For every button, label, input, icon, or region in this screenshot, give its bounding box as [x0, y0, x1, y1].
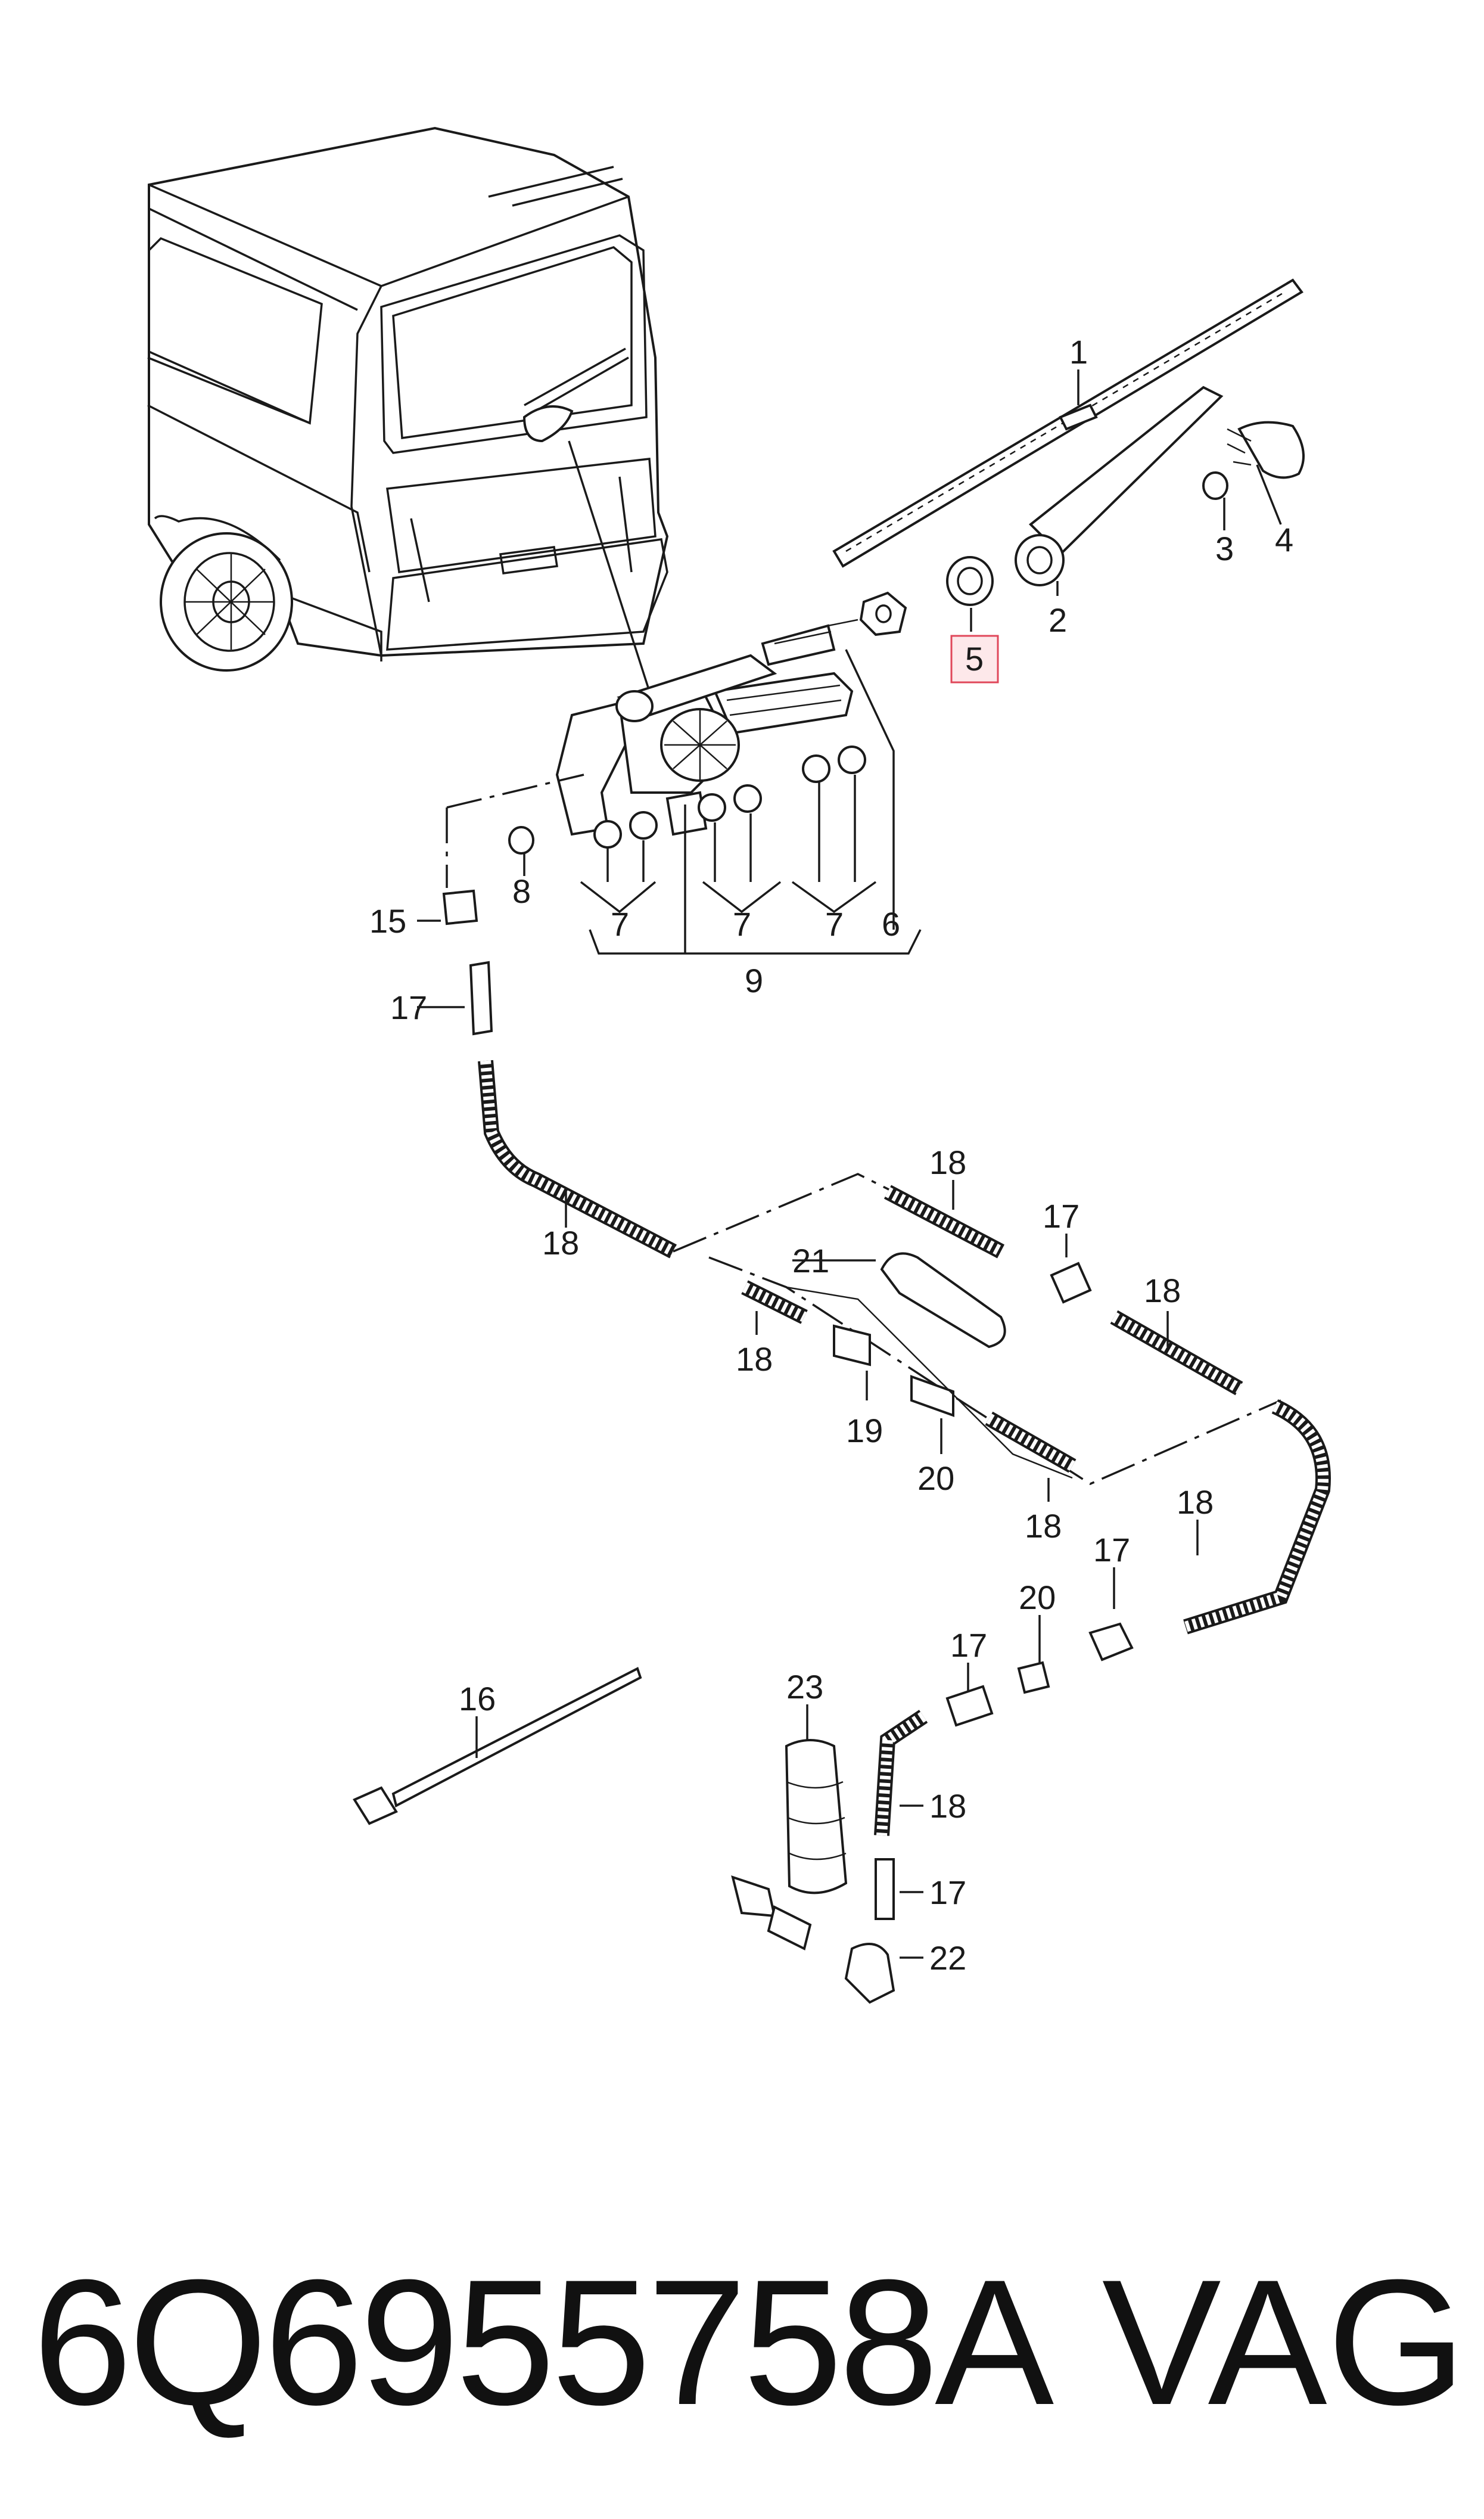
- callout-21: 21: [792, 1242, 829, 1279]
- callout-7b: 7: [733, 905, 751, 943]
- callout-3: 3: [1215, 530, 1234, 567]
- callout-6: 6: [882, 905, 900, 943]
- callout-5-highlight: [950, 635, 999, 684]
- callout-19: 19: [846, 1412, 883, 1449]
- callout-18b: 18: [929, 1144, 966, 1181]
- callout-20a: 20: [917, 1459, 954, 1497]
- callout-18e: 18: [1025, 1507, 1062, 1545]
- callout-18a: 18: [542, 1224, 579, 1262]
- nut-3: [1202, 471, 1228, 500]
- callout-18g: 18: [929, 1787, 966, 1825]
- nut-8: [508, 826, 534, 855]
- callout-4: 4: [1275, 521, 1293, 558]
- leader-lines: [417, 369, 1282, 1959]
- seal-5: [946, 556, 994, 606]
- callout-17a: 17: [390, 989, 427, 1026]
- callout-5: 5: [965, 640, 984, 678]
- callout-23: 23: [786, 1668, 823, 1706]
- callout-22: 22: [929, 1939, 966, 1977]
- washer-pump-23: [731, 1739, 848, 1950]
- callout-2: 2: [1049, 601, 1067, 639]
- wiper-blade: [832, 278, 1303, 568]
- callout-20b: 20: [1019, 1579, 1056, 1616]
- part-number: 6Q6955758A: [33, 2242, 1054, 2442]
- callout-17c: 17: [1093, 1531, 1130, 1568]
- grommets-7: [593, 746, 866, 849]
- wiper-arm: [1015, 386, 1224, 586]
- callout-17b: 17: [1043, 1197, 1079, 1235]
- callout-9: 9: [745, 962, 763, 999]
- callout-1: 1: [1069, 333, 1088, 371]
- callout-16: 16: [459, 1680, 496, 1717]
- cable-tie-16: [353, 1667, 642, 1825]
- wiper-motor: [555, 619, 858, 836]
- arm-cap: [1227, 421, 1305, 479]
- callout-8: 8: [512, 872, 531, 910]
- callout-labels: 1 2 3 4 5 6 7 7 7 8 9 15 17 18 18 17 18 …: [369, 333, 1293, 1977]
- washer-part: [859, 591, 907, 636]
- hose-system: [442, 774, 1331, 2004]
- callout-brackets: [580, 649, 922, 955]
- callout-18d: 18: [736, 1340, 773, 1378]
- van-illustration: [147, 126, 669, 692]
- callout-7c: 7: [825, 905, 844, 943]
- callout-15: 15: [369, 902, 406, 940]
- callout-7a: 7: [611, 905, 629, 943]
- manufacturer-label: VAG: [1102, 2242, 1466, 2442]
- callout-18c: 18: [1144, 1272, 1181, 1309]
- callout-17e: 17: [929, 1874, 966, 1911]
- callout-18f: 18: [1177, 1483, 1214, 1521]
- callout-17d: 17: [950, 1626, 987, 1664]
